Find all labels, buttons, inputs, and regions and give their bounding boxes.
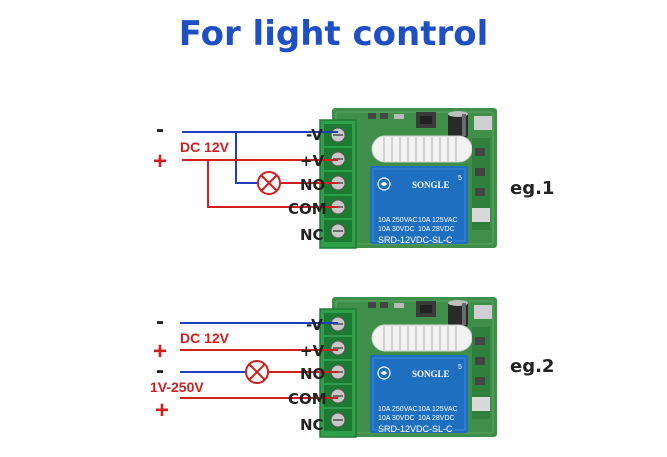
load-negative-sign: - [156, 357, 164, 384]
relay-rating: 10A 125VAC [418, 406, 458, 413]
example-tag: eg.2 [510, 356, 554, 377]
lamp-icon [245, 360, 269, 384]
relay-rating: 10A 28VDC [418, 415, 455, 422]
songle-logo [377, 177, 391, 191]
terminal-label-com: COM [288, 200, 327, 218]
relay-rating: 10A 250VAC [378, 406, 418, 413]
terminal-label-no: NO [300, 365, 325, 383]
lamp-icon [257, 171, 281, 195]
load-positive-sign: + [155, 397, 169, 424]
relay-rating: 10A 28VDC [418, 226, 455, 233]
relay-rating: 10A 30VDC [378, 226, 415, 233]
supply-label: DC 12V [180, 139, 230, 155]
terminal-label-no: NO [300, 176, 325, 194]
terminal-label-neg-v: -V [306, 316, 323, 334]
page-title: For light control [178, 14, 489, 54]
relay-brand: SONGLE [412, 369, 450, 379]
terminal-label-nc: NC [300, 226, 324, 244]
example-2: SONGLE 5 10A 250VAC 10A 125VAC 10A 30VDC… [150, 296, 554, 438]
positive-sign: + [153, 148, 167, 175]
terminal-label-pos-v: +V [300, 152, 325, 170]
relay-brand: SONGLE [412, 180, 450, 190]
supply-label: DC 12V [180, 330, 230, 346]
wire-lamp-supply [235, 132, 257, 184]
relay-rating: 10A 30VDC [378, 415, 415, 422]
terminal-label-nc: NC [300, 416, 324, 434]
relay-pin-count: 5 [458, 175, 462, 182]
positive-sign: + [153, 338, 167, 365]
negative-sign: - [156, 116, 164, 143]
terminal-label-com: COM [288, 390, 327, 408]
terminal-label-neg-v: -V [306, 126, 323, 144]
example-1: SONGLE 5 10A 250VAC 10A 125VAC 10A 30VDC… [153, 107, 554, 249]
songle-logo [377, 366, 391, 380]
relay-rating: 10A 250VAC [378, 217, 418, 224]
wire-com [207, 160, 338, 208]
relay-model: SRD-12VDC-SL-C [378, 235, 453, 245]
relay-rating: 10A 125VAC [418, 217, 458, 224]
relay-model: SRD-12VDC-SL-C [378, 424, 453, 434]
relay-pin-count: 5 [458, 364, 462, 371]
terminal-label-pos-v: +V [300, 342, 325, 360]
negative-sign: - [156, 308, 164, 335]
load-supply-label: 1V-250V [150, 379, 204, 395]
example-tag: eg.1 [510, 178, 554, 199]
